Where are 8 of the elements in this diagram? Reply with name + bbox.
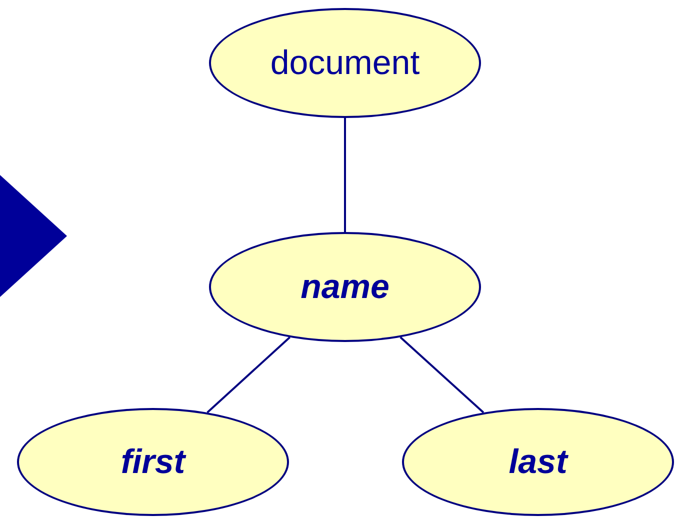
pointer-triangle <box>0 175 67 297</box>
node-label: first <box>120 445 186 479</box>
connector-line <box>206 336 291 414</box>
node-label: last <box>508 445 568 479</box>
connector-line <box>344 118 346 232</box>
node-label: document <box>270 46 420 80</box>
connector-line <box>400 336 484 414</box>
node-label: name <box>300 270 390 304</box>
